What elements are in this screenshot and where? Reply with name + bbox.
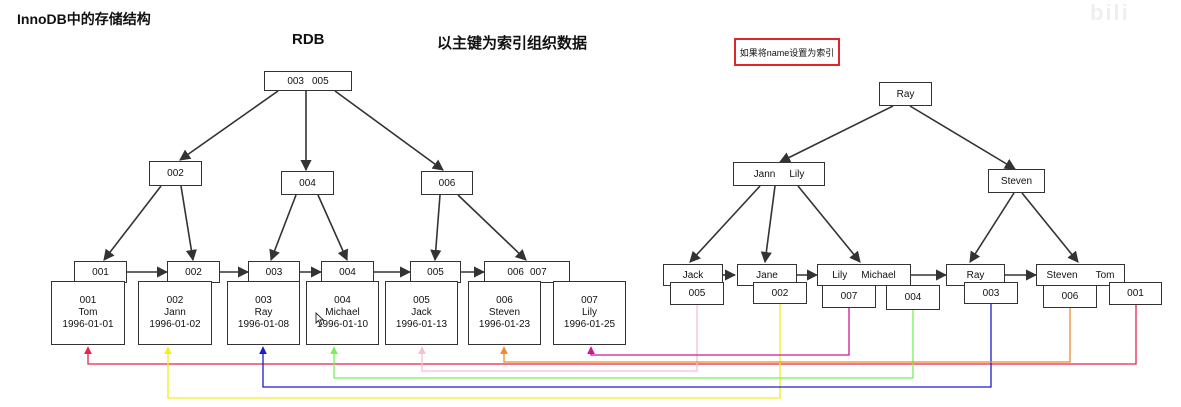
leaf-key: 006: [507, 266, 524, 278]
leaf-name: Lily: [832, 269, 848, 281]
primary-leaf-node: 006 007: [484, 261, 570, 283]
pk-value: 004: [904, 292, 922, 303]
row-record: 004 Michael 1996-01-10: [306, 281, 379, 345]
primary-leaf-node: 002: [167, 261, 220, 283]
pk-value: 001: [1127, 288, 1144, 299]
secondary-internal-node: Steven: [988, 169, 1045, 193]
cursor-icon: [315, 312, 325, 326]
leaf-key: 004: [339, 266, 356, 278]
record-name: Jann: [164, 307, 186, 318]
subtitle-heading: 以主键为索引组织数据: [437, 35, 588, 52]
row-record: 003 Ray 1996-01-08: [227, 281, 300, 345]
record-id: 006: [496, 295, 513, 306]
row-record: 007 Lily 1996-01-25: [553, 281, 626, 345]
callout-box: 如果将name设置为索引: [734, 38, 840, 66]
secondary-leaf-key: Lily Michael: [817, 264, 911, 286]
record-id: 002: [166, 295, 184, 306]
node-key: 005: [312, 75, 329, 87]
secondary-leaf-pk: 007: [822, 285, 876, 308]
primary-internal-node: 004: [281, 171, 334, 195]
secondary-leaf-pk: 005: [670, 282, 724, 305]
leaf-name: Steven: [1046, 269, 1078, 281]
secondary-leaf-key: Ray: [946, 264, 1005, 286]
record-name: Jack: [411, 307, 432, 318]
leaf-name: Tom: [1095, 269, 1115, 281]
pk-value: 003: [982, 287, 1000, 299]
node-key: Steven: [1000, 175, 1033, 187]
secondary-root-node: Ray: [879, 82, 932, 106]
primary-internal-node: 006: [421, 171, 473, 195]
leaf-name: Michael: [861, 269, 896, 281]
record-date: 1996-01-23: [478, 319, 531, 330]
secondary-leaf-pk: 001: [1109, 282, 1162, 305]
leaf-key: 002: [185, 266, 202, 278]
record-name: Michael: [325, 307, 360, 318]
watermark: bili: [1090, 0, 1130, 25]
leaf-key: 003: [265, 266, 283, 278]
record-date: 1996-01-13: [395, 319, 448, 330]
record-name: Tom: [78, 307, 98, 318]
rdb-heading: RDB: [292, 31, 325, 48]
secondary-leaf-pk: 004: [886, 285, 940, 310]
record-id: 007: [581, 295, 598, 306]
leaf-name: Jane: [756, 269, 778, 281]
node-key: 003: [287, 75, 304, 87]
record-id: 001: [79, 295, 97, 306]
record-date: 1996-01-08: [237, 319, 290, 330]
page-title: InnoDB中的存储结构: [17, 11, 151, 27]
node-key: 004: [299, 177, 316, 189]
record-date: 1996-01-01: [62, 319, 114, 330]
leaf-key: 007: [530, 266, 547, 278]
leaf-name: Jack: [682, 269, 704, 281]
leaf-name: Ray: [966, 269, 985, 281]
node-key: 006: [438, 177, 456, 189]
row-record: 005 Jack 1996-01-13: [385, 281, 458, 345]
record-date: 1996-01-25: [563, 319, 616, 330]
primary-leaf-node: 005: [410, 261, 461, 283]
pk-value: 005: [688, 288, 706, 299]
pk-value: 006: [1061, 291, 1079, 302]
record-name: Ray: [254, 307, 273, 318]
pk-value: 007: [840, 291, 858, 302]
leaf-key: 001: [92, 266, 109, 278]
pk-value: 002: [771, 287, 789, 299]
row-record: 002 Jann 1996-01-02: [138, 281, 212, 345]
record-date: 1996-01-02: [149, 319, 201, 330]
callout-text: 如果将name设置为索引: [739, 47, 835, 58]
record-id: 004: [334, 295, 351, 306]
primary-leaf-node: 001: [74, 261, 127, 283]
node-key: Jann: [753, 168, 776, 180]
row-record: 001 Tom 1996-01-01: [51, 281, 125, 345]
primary-internal-node: 002: [149, 161, 202, 186]
record-date: 1996-01-10: [316, 319, 369, 330]
row-record: 006 Steven 1996-01-23: [468, 281, 541, 345]
leaf-key: 005: [427, 266, 444, 278]
secondary-internal-node: Jann Lily: [733, 162, 825, 186]
node-key: 002: [167, 168, 184, 179]
record-name: Steven: [488, 307, 521, 318]
node-key: Ray: [896, 88, 915, 100]
secondary-leaf-pk: 006: [1043, 285, 1097, 308]
primary-leaf-node: 003: [248, 261, 300, 283]
secondary-leaf-pk: 003: [964, 282, 1018, 304]
primary-leaf-node: 004: [321, 261, 374, 283]
secondary-leaf-pk: 002: [753, 282, 807, 304]
primary-root-node: 003 005: [264, 71, 352, 91]
record-id: 005: [413, 295, 430, 306]
node-key: Lily: [789, 168, 805, 180]
record-name: Lily: [581, 307, 597, 318]
record-id: 003: [255, 295, 272, 306]
